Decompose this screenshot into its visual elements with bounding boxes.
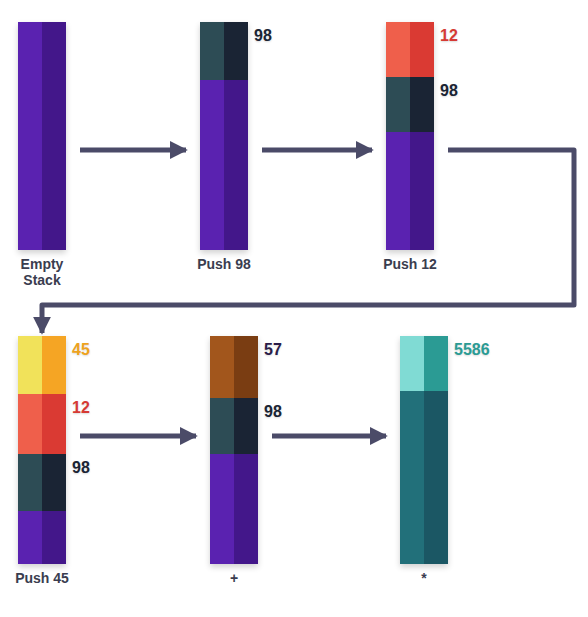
operation-caption: * bbox=[392, 570, 456, 586]
stack-value: 98 bbox=[72, 458, 90, 478]
stack-value: 98 bbox=[264, 402, 282, 422]
stack-value: 98 bbox=[440, 81, 458, 101]
operation-caption: + bbox=[202, 570, 266, 586]
stack-column: Push 9898 bbox=[200, 22, 248, 250]
stack-column: *5586 bbox=[400, 336, 448, 564]
value-label-holder: 98 bbox=[254, 26, 272, 46]
stack-value: 45 bbox=[72, 340, 90, 360]
flow-arrow bbox=[80, 434, 196, 439]
stack-element: 45 bbox=[18, 336, 66, 394]
value-label-holder: 57 bbox=[264, 340, 282, 360]
flow-arrow bbox=[272, 434, 386, 439]
stack-element: 98 bbox=[18, 454, 66, 511]
operation-caption: Push 98 bbox=[192, 256, 256, 272]
value-label-holder: 12 bbox=[440, 26, 458, 46]
value-label-holder: 5586 bbox=[454, 340, 490, 360]
stack-element: 98 bbox=[200, 22, 248, 80]
stack-element: 5586 bbox=[400, 336, 448, 391]
stack-element: 12 bbox=[18, 394, 66, 454]
stack-column: Push 45451298 bbox=[18, 336, 66, 564]
value-label-holder: 98 bbox=[264, 402, 282, 422]
stack-element: 12 bbox=[386, 22, 434, 77]
flow-arrow bbox=[80, 148, 186, 153]
operation-caption: Push 45 bbox=[10, 570, 74, 586]
stack-value: 12 bbox=[72, 398, 90, 418]
value-label-holder: 12 bbox=[72, 398, 90, 418]
stack-element: 98 bbox=[210, 398, 258, 454]
flow-arrow bbox=[262, 148, 372, 153]
stack-value: 5586 bbox=[454, 340, 490, 360]
value-label-holder: 98 bbox=[72, 458, 90, 478]
stack-column: Push 121298 bbox=[386, 22, 434, 250]
stack-column: +5798 bbox=[210, 336, 258, 564]
stack-value: 57 bbox=[264, 340, 282, 360]
operation-caption: Empty Stack bbox=[10, 256, 74, 288]
operation-caption: Push 12 bbox=[378, 256, 442, 272]
value-label-holder: 98 bbox=[440, 81, 458, 101]
stack-element: 57 bbox=[210, 336, 258, 398]
flow-arrow bbox=[42, 150, 574, 333]
stack-value: 12 bbox=[440, 26, 458, 46]
stack-column: Empty Stack bbox=[18, 22, 66, 250]
stack-element: 98 bbox=[386, 77, 434, 132]
stack-value: 98 bbox=[254, 26, 272, 46]
value-label-holder: 45 bbox=[72, 340, 90, 360]
